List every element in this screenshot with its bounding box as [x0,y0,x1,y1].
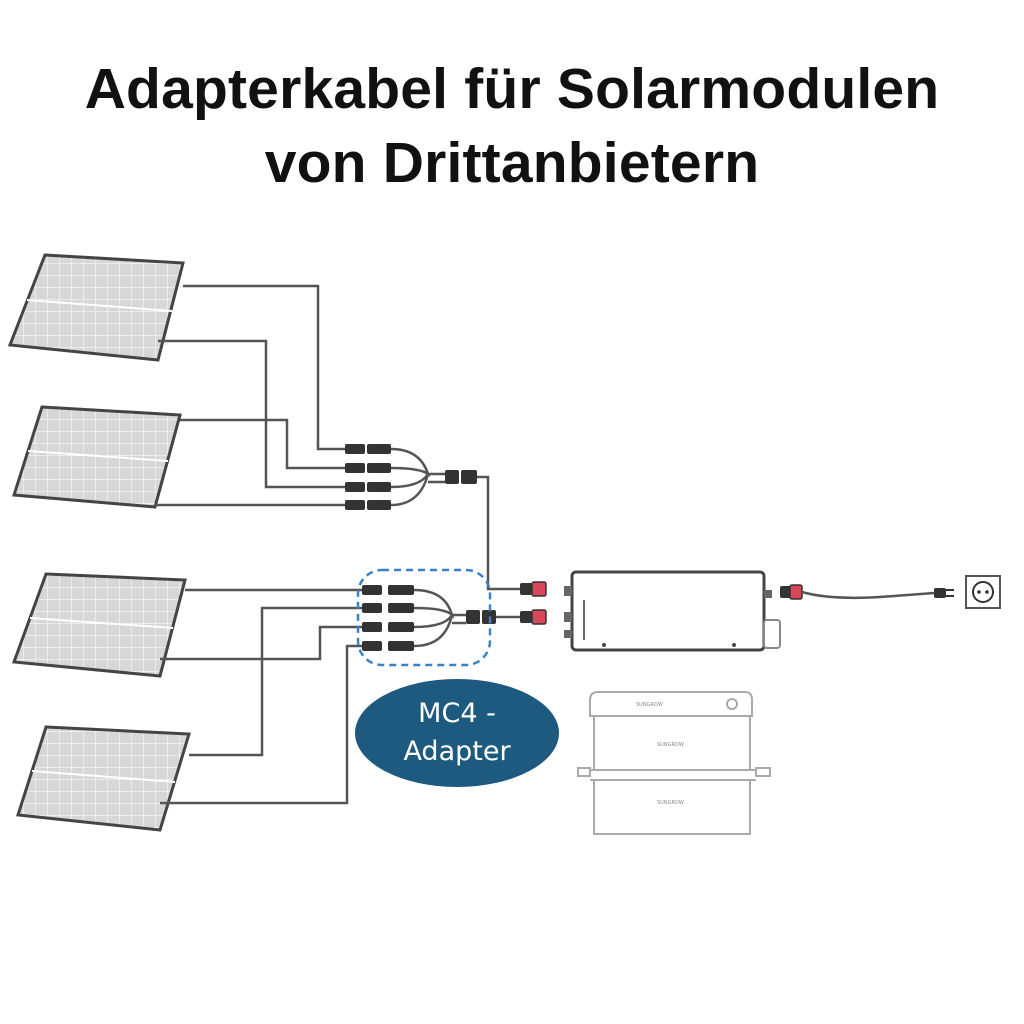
callout-line-2: Adapter [403,736,511,767]
upper-connector-bank [345,444,477,510]
solar-panel-3 [11,572,187,678]
solar-panel-1 [7,253,185,362]
solar-panel-2 [12,405,182,509]
title-line-2: von Drittanbietern [264,131,760,195]
solar-panel-4 [16,725,191,832]
station-input-connectors [520,581,547,625]
title-line-1: Adapterkabel für Solarmodulen [84,57,940,121]
page-title: Adapterkabel für Solarmodulen von Dritta… [0,52,1024,200]
lower-connector-bank [362,585,520,651]
callout-line-1: MC4 - [418,698,496,729]
power-station-icon [564,570,781,652]
battery-stack-icon [577,691,771,835]
lower-cables [160,588,362,805]
upper-cables [155,284,345,507]
ac-output-cable [780,584,954,600]
battery-brand-label: SUNGROW [636,702,663,708]
battery-brand-label-3: SUNGROW [657,800,684,806]
mc4-adapter-callout: MC4 - Adapter [355,679,559,787]
mc4-adapter-highlight [356,568,492,667]
battery-brand-label-2: SUNGROW [657,742,684,748]
upper-trunk-cable [477,475,520,591]
wall-socket-icon [965,575,1001,609]
